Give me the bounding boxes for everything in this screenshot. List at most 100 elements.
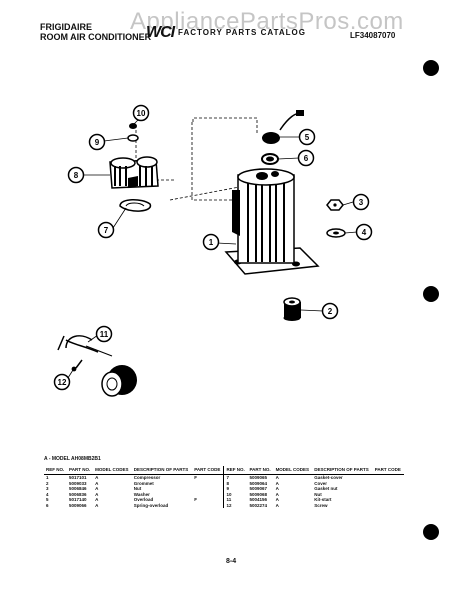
- header-model-codes: MODEL CODES: [93, 466, 132, 475]
- start-kit-drawing: [57, 335, 137, 397]
- cell-desc: Nut: [314, 491, 322, 497]
- header-description-2: DESCRIPTION OF PARTS: [312, 466, 373, 475]
- overload-drawing: [262, 110, 304, 144]
- cell-part: 5006846: [69, 486, 87, 491]
- gasket-cover-drawing: [119, 199, 152, 212]
- table-row: 6 5009066 A Spring-overload 12 5002274 A…: [44, 502, 404, 509]
- page-number: 8-4: [226, 558, 237, 565]
- table-row: 3 5006846 A Nut 9 5009067 A Gasket nut: [44, 486, 404, 492]
- cell-ref: 4: [46, 491, 49, 497]
- callout-6-label: 6: [304, 154, 309, 163]
- callout-4-label: 4: [362, 228, 367, 237]
- cell-model: A: [275, 486, 279, 491]
- table-row: 4 5006836 A Washer 10 5009068 A Nut: [44, 491, 404, 497]
- callout-markers: 1 2 3 4 5 6 7 8 9 10 11 12: [53, 104, 373, 391]
- cell-ref: 12: [223, 502, 248, 508]
- header-ref-no: REF NO.: [44, 466, 68, 475]
- cell-part: 5002274: [249, 502, 268, 508]
- table-row: 1 5017101 A Compressor F 7 5009065 A Gas…: [44, 474, 404, 481]
- cell-desc: Cover: [314, 480, 328, 486]
- callout-8: 8: [67, 166, 85, 184]
- callout-8-label: 8: [74, 171, 79, 180]
- cell-part: 5009065: [249, 475, 268, 480]
- table-row: 2 5009033 A Grommet 8 5009064 A Cover: [44, 480, 404, 486]
- callout-2-label: 2: [328, 307, 333, 316]
- catalog-number: LF34087070: [350, 31, 396, 40]
- brand-header: FRIGIDAIRE ROOM AIR CONDITIONER: [40, 22, 151, 42]
- table-row: 5 5017140 A Overload F 11 5004156 A Kit-…: [44, 497, 404, 503]
- cell-model: A: [95, 497, 99, 502]
- cell-desc: Gasket nut: [314, 486, 338, 491]
- nut-washer-drawing: [326, 199, 346, 238]
- cell-part: 5009066: [69, 502, 87, 508]
- cell-model: A: [95, 502, 99, 508]
- cell-model: A: [275, 497, 279, 502]
- header-part-no-2: PART NO.: [247, 466, 274, 475]
- cell-part: 5017101: [69, 475, 87, 480]
- callout-9-label: 9: [95, 138, 100, 147]
- binder-hole-1: [423, 60, 439, 76]
- cell-model: A: [275, 502, 279, 508]
- callout-6: 6: [297, 149, 315, 167]
- cell-model: A: [95, 480, 99, 486]
- header-model-codes-2: MODEL CODES: [273, 466, 313, 475]
- product-type: ROOM AIR CONDITIONER: [40, 32, 152, 42]
- cell-ref: 9: [223, 486, 248, 492]
- cell-code: [373, 503, 404, 509]
- header-part-no: PART NO.: [67, 466, 94, 475]
- callout-5-label: 5: [305, 133, 310, 142]
- callout-1-label: 1: [209, 238, 214, 247]
- cell-part: 5009064: [249, 480, 268, 486]
- cell-ref: 1: [46, 475, 49, 480]
- header-description: DESCRIPTION OF PARTS: [131, 466, 193, 475]
- cell-desc: Nut: [133, 486, 142, 491]
- cell-ref: 2: [46, 480, 49, 486]
- cell-ref: 11: [223, 497, 248, 503]
- wci-logo: WCI: [146, 24, 175, 41]
- grommet-drawing: [283, 297, 301, 321]
- cell-model: A: [275, 491, 279, 497]
- callout-5: 5: [298, 128, 316, 146]
- callout-12: 12: [53, 373, 71, 391]
- callout-11-label: 11: [100, 330, 109, 339]
- cell-part: 5009033: [69, 480, 87, 486]
- cell-model: A: [95, 475, 99, 480]
- cell-desc: Screw: [314, 502, 328, 508]
- callout-3-label: 3: [359, 198, 364, 207]
- cell-ref: 10: [223, 491, 248, 497]
- compressor-drawing: [224, 168, 320, 275]
- cell-part: 5006836: [69, 491, 87, 497]
- catalog-title: FACTORY PARTS CATALOG: [178, 28, 306, 37]
- model-note: A - MODEL AH08MB2B1: [44, 456, 101, 462]
- callout-2: 2: [321, 302, 339, 320]
- cell-desc: Compressor: [133, 475, 161, 480]
- binder-hole-3: [423, 524, 439, 540]
- cell-ref: 7: [223, 474, 248, 481]
- cell-desc: Grommet: [133, 480, 154, 486]
- cell-code: F: [194, 475, 197, 480]
- cell-desc: Washer: [133, 491, 150, 497]
- cell-desc: Spring-overload: [133, 502, 169, 508]
- parts-table: REF NO. PART NO. MODEL CODES DESCRIPTION…: [44, 466, 404, 508]
- cell-ref: 6: [46, 502, 49, 508]
- callout-12-label: 12: [58, 378, 67, 387]
- header-part-code-2: PART CODE: [372, 466, 404, 475]
- parts-table-header: REF NO. PART NO. MODEL CODES DESCRIPTION…: [44, 466, 404, 475]
- cell-part: 5009067: [249, 486, 268, 491]
- cell-desc: Gasket-cover: [314, 475, 343, 480]
- cell-ref: 8: [223, 480, 248, 486]
- callout-11: 11: [95, 325, 113, 343]
- header-part-code: PART CODE: [192, 466, 224, 475]
- brand-name: FRIGIDAIRE: [40, 22, 93, 32]
- cell-model: A: [275, 475, 279, 480]
- cell-code: [192, 503, 224, 509]
- cell-code: F: [194, 497, 197, 502]
- cell-ref: 5: [46, 497, 49, 502]
- header-ref-no-2: REF NO.: [223, 466, 248, 475]
- callout-3: 3: [352, 193, 370, 211]
- spring-overload-drawing: [261, 153, 279, 165]
- cell-desc: Overload: [133, 497, 154, 502]
- watermark: AppliancePartsPros.com: [130, 8, 404, 35]
- cell-desc: Kit-start: [314, 497, 332, 502]
